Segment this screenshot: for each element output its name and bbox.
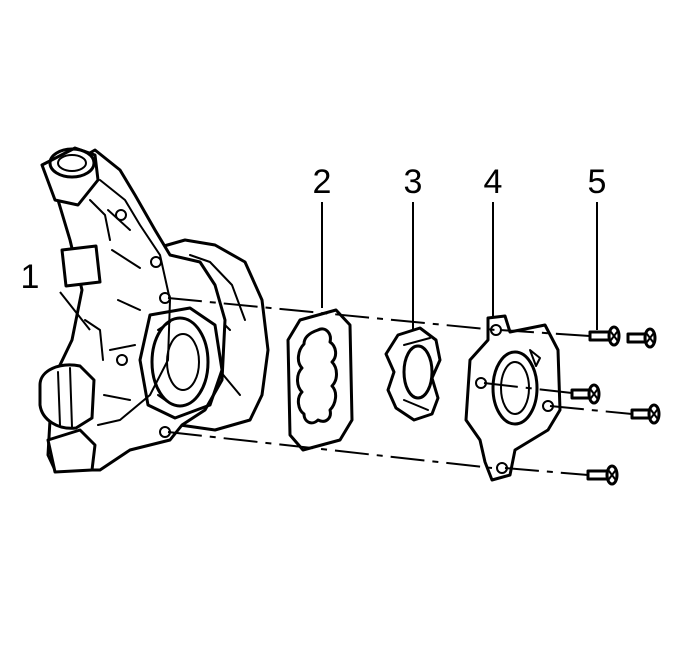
screw — [626, 327, 657, 349]
callout-1: 1 — [21, 258, 40, 296]
screw — [630, 403, 661, 425]
alignment-lines — [167, 297, 633, 476]
callout-3: 3 — [404, 163, 423, 201]
screws — [570, 202, 661, 486]
callout-5: 5 — [588, 163, 607, 201]
screw — [588, 325, 621, 347]
callout-4: 4 — [484, 163, 503, 201]
pump-housing — [38, 146, 270, 474]
inner-rotor — [384, 202, 442, 422]
outer-rotor — [286, 202, 354, 452]
screw — [570, 383, 601, 405]
screw — [586, 464, 619, 486]
cover-plate — [464, 202, 562, 482]
callout-2: 2 — [313, 163, 332, 201]
